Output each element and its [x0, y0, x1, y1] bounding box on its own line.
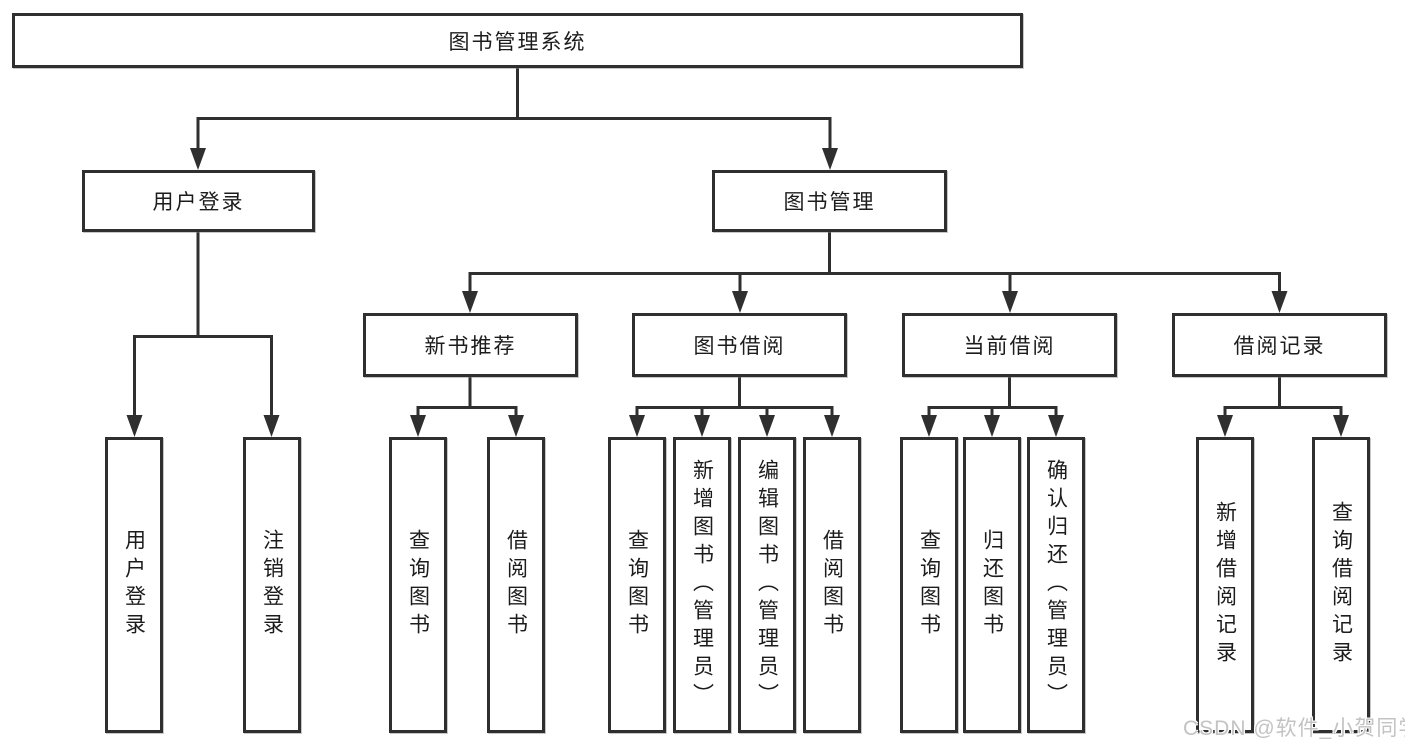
leaf-add-book-admin: 新增图书（管理员）: [673, 437, 731, 733]
leaf-edit-book-admin: 编辑图书（管理员）: [738, 437, 796, 733]
leaf-query-books-borrow: 查询图书: [608, 437, 666, 733]
node-root-system: 图书管理系统: [12, 13, 1023, 68]
leaf-query-borrow-record: 查询借阅记录: [1312, 437, 1370, 733]
leaf-query-books-recommend: 查询图书: [389, 437, 447, 733]
node-book-borrow: 图书借阅: [632, 313, 847, 377]
leaf-borrow-books-recommend: 借阅图书: [487, 437, 545, 733]
leaf-user-login: 用户登录: [105, 437, 163, 733]
leaf-borrow-books: 借阅图书: [803, 437, 861, 733]
leaf-add-borrow-record: 新增借阅记录: [1196, 437, 1254, 733]
node-new-book-recommend: 新书推荐: [363, 313, 578, 377]
node-current-borrow: 当前借阅: [902, 313, 1117, 377]
leaf-logout: 注销登录: [243, 437, 301, 733]
csdn-watermark: CSDN @软件_小贺同学: [1183, 717, 1405, 740]
node-book-management-branch: 图书管理: [712, 170, 947, 232]
node-user-login-branch: 用户登录: [82, 170, 315, 232]
leaf-confirm-return-admin: 确认归还（管理员）: [1027, 437, 1085, 733]
leaf-return-books: 归还图书: [963, 437, 1021, 733]
node-borrow-record: 借阅记录: [1172, 313, 1387, 377]
leaf-query-books-current: 查询图书: [900, 437, 958, 733]
